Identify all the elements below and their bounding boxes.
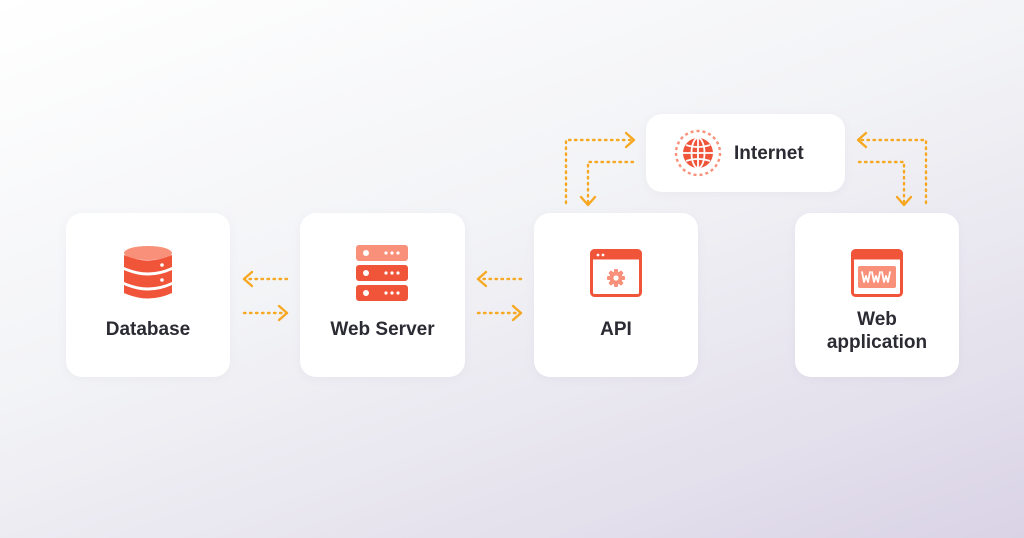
web-application-node: Web application <box>795 213 959 377</box>
database-label: Database <box>105 319 191 340</box>
arrow-webserver-to-database <box>242 270 289 288</box>
database-icon <box>124 246 172 299</box>
www-browser-icon <box>851 249 903 297</box>
web-application-label-line1: Web <box>857 309 897 330</box>
api-window-gear-icon <box>590 249 642 297</box>
api-label: API <box>600 319 632 340</box>
arrow-internet-to-webapp <box>857 160 913 207</box>
internet-label: Internet <box>734 143 804 164</box>
server-rack-icon <box>356 245 408 301</box>
database-node: Database <box>66 213 230 377</box>
web-server-node: Web Server <box>300 213 465 377</box>
globe-icon <box>674 129 722 177</box>
api-node: API <box>534 213 698 377</box>
arrow-api-to-webserver <box>476 270 523 288</box>
web-application-label-line2: application <box>826 332 928 353</box>
arrow-webapp-to-internet <box>856 131 928 205</box>
arrow-webserver-to-api <box>476 304 523 322</box>
arrow-api-to-internet <box>564 131 636 205</box>
internet-node: Internet <box>646 114 845 192</box>
web-server-label: Web Server <box>330 319 435 340</box>
arrow-database-to-webserver <box>242 304 289 322</box>
arrow-internet-to-api <box>579 160 635 207</box>
